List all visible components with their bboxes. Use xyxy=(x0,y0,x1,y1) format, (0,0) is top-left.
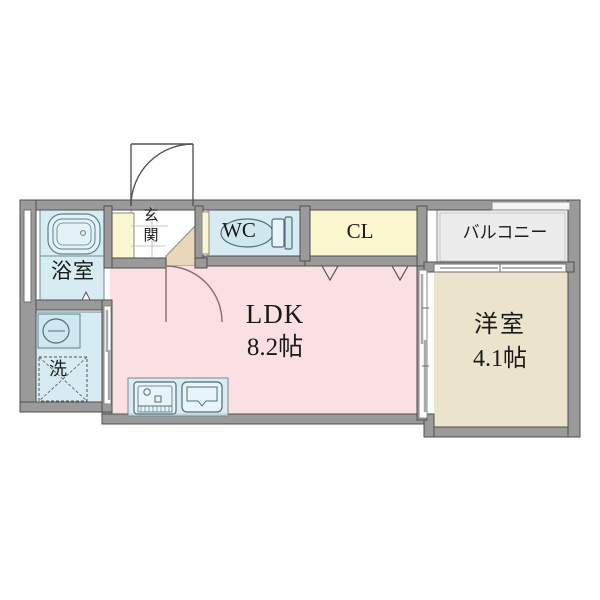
bathroom-fill xyxy=(39,207,105,307)
bathtub-icon xyxy=(47,213,101,255)
wall-wc-bottom xyxy=(194,255,306,267)
balcony-inner-line xyxy=(439,212,566,262)
balcony-railing-top xyxy=(491,201,571,211)
fixtures xyxy=(37,206,293,417)
wall-bath-right xyxy=(103,205,113,269)
wall-wc-closet xyxy=(299,205,311,262)
washroom-sliding-door-icon xyxy=(103,305,112,405)
entrance-door-swing xyxy=(130,143,194,207)
wall-bedroom-bottom xyxy=(423,426,581,438)
ldk-door-swing xyxy=(165,265,223,323)
bedroom-fill xyxy=(434,272,568,437)
wall-entrance-bottom xyxy=(111,257,167,269)
closet-fill xyxy=(309,207,418,261)
kitchen-sink-drain xyxy=(186,386,218,407)
stove-burner-1 xyxy=(143,388,151,396)
bedroom-sliding-door-icon xyxy=(418,269,429,419)
kitchen-sink-basin xyxy=(181,381,223,413)
vanity-sink-icon xyxy=(37,313,81,349)
closet-door-markers xyxy=(321,265,409,282)
entrance-tile-grid xyxy=(131,206,168,258)
wall-bath-washroom xyxy=(35,299,113,311)
stove-grill xyxy=(137,405,173,413)
wall-closet-bottom xyxy=(299,255,425,267)
doors xyxy=(81,143,429,419)
wall-right xyxy=(567,199,581,438)
bathroom-door-marker xyxy=(81,290,91,301)
wall-balcony-left xyxy=(416,205,428,267)
stove-grill-lines xyxy=(140,406,170,412)
bath-window-icon xyxy=(23,209,32,303)
wall-entrance-step-right xyxy=(194,257,208,269)
shoebox-fill xyxy=(109,212,135,267)
stove-burner-2 xyxy=(154,395,162,403)
balcony-fill xyxy=(436,209,569,266)
wc-door-marker xyxy=(201,211,210,255)
washing-machine-icon xyxy=(38,356,88,402)
wall-wet-bottom xyxy=(19,401,113,413)
balcony-detail xyxy=(439,201,571,262)
windows xyxy=(23,209,567,303)
toilet-icon xyxy=(220,216,293,250)
wall-bedroom-step xyxy=(423,413,435,438)
